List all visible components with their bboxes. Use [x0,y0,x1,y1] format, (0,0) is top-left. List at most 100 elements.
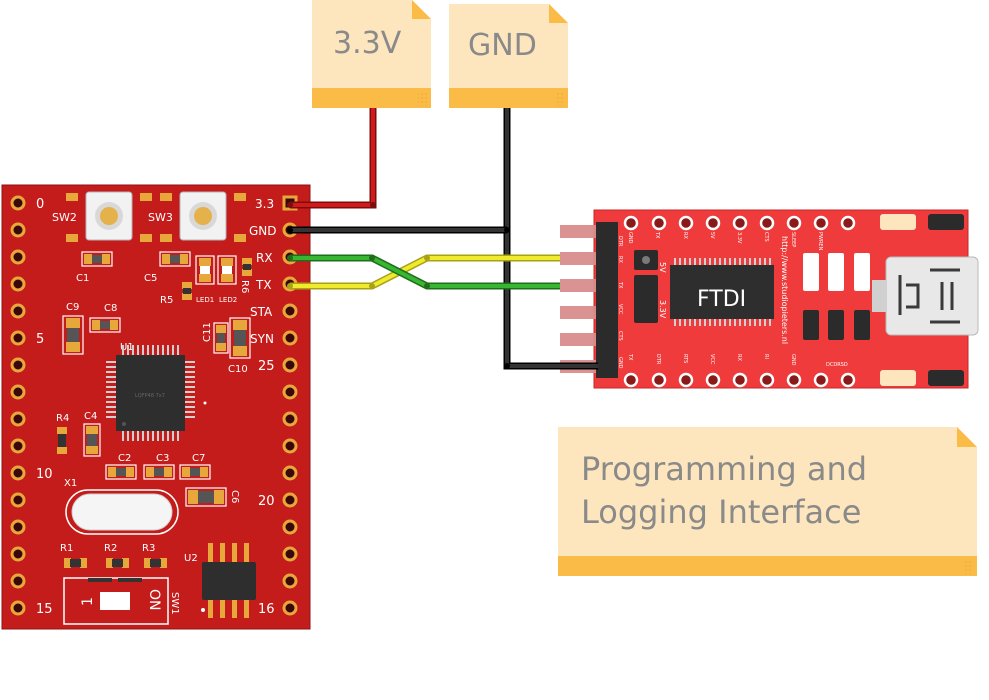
ftdi-bottom-pin-ri: RI [763,354,769,359]
label-c8: C8 [104,303,117,314]
ftdi-bottom-pin-gnd: GND [790,354,796,366]
right-pin-column [282,195,298,616]
capacitor-c10 [229,317,251,359]
label-c11: C11 [202,322,213,342]
capacitor-c11 [213,322,229,354]
main-pcb: 0 5 10 15 25 20 16 3.3 GND RX TX STA SYN… [1,184,311,630]
label-c1: C1 [76,273,89,284]
ftdi-top-pin-3v3: 3.3V [736,232,742,244]
ftdi-label-3v3: 3.3V [658,300,667,319]
label-sw1-one: 1 [80,597,96,606]
u1-marking: LQFP48 7x7 [135,393,165,399]
pin-number-5: 5 [36,332,44,347]
ftdi-top-pin-sleep: SLEEP [790,232,796,247]
ftdi-header-label-rx: RX [617,256,623,263]
ftdi-header-label-gnd: GND [617,357,623,369]
switch-sw1 [63,577,169,625]
pin-number-0: 0 [36,197,44,212]
capacitor-c6 [185,487,227,507]
ftdi-url: http://www.studiopieters.nl [780,236,789,344]
label-sw2: SW2 [52,211,77,224]
label-r5: R5 [160,295,173,306]
ftdi-top-pin-gnd: GND [627,232,633,244]
wire-rx-green [287,254,560,290]
ftdi-bottom-pin-rts: RTS [682,354,688,363]
header-label-gnd: GND [249,224,277,238]
pin-number-16: 16 [258,602,275,617]
label-c5: C5 [144,273,157,284]
note-interface-line1: Programming and [581,450,867,488]
chip-u2 [202,543,256,618]
ftdi-top-pin-tx: TX [654,231,660,239]
label-r1: R1 [60,543,73,554]
resistor-r6 [242,258,252,276]
ftdi-bottom-pin-tx: TX [627,353,633,361]
ftdi-header-label-tx: TX [617,281,623,289]
label-c10: C10 [228,364,248,375]
pin-number-20: 20 [258,494,275,509]
led2 [217,255,237,285]
label-c2: C2 [118,453,131,464]
header-label-syn: SYN [250,332,274,346]
note-gnd-label: GND [468,28,537,63]
pin-number-25: 25 [258,359,275,374]
wire-gnd-black [287,108,598,370]
switch-sw3 [160,191,246,242]
note-3v3-label: 3.3V [333,26,402,61]
label-sw1-on: ON [146,589,162,611]
label-c4: C4 [84,411,97,422]
mini-usb-connector-icon [872,256,979,336]
ftdi-board: GND TX RX 5V 3.3V CTS SLEEP PWREN TX DTR… [593,209,979,389]
left-pin-column [10,195,26,616]
ftdi-voltage-jumper [634,250,658,323]
ftdi-chip: FTDI [670,258,774,326]
ftdi-top-pin-cts: CTS [763,232,769,242]
ftdi-chip-label: FTDI [697,287,746,312]
header-label-rx: RX [256,251,273,265]
label-r3: R3 [142,543,155,554]
ftdi-bottom-pin-dtr: DTR [655,354,661,365]
ftdi-header [560,222,618,378]
ftdi-bottom-pins [623,372,856,388]
pin-number-10: 10 [36,467,53,482]
ftdi-top-pins [623,215,856,231]
note-interface-line2: Logging Interface [581,493,861,531]
switch-sw2 [66,191,152,242]
capacitor-c2 [105,464,137,480]
label-u2: U2 [184,553,198,564]
ftdi-bottom-pin-dcdrsd: DCDRSD [826,362,848,368]
note-gnd: GND [449,4,568,108]
chip-u1: LQFP48 7x7 [106,345,195,441]
label-r4: R4 [56,413,69,424]
label-sw3: SW3 [148,211,173,224]
capacitor-c7 [179,464,211,480]
ftdi-bottom-pin-rx: RX [736,354,742,361]
capacitor-c3 [143,464,175,480]
ftdi-label-5v: 5V [658,262,667,273]
header-label-3v3: 3.3 [255,197,274,211]
label-r6: R6 [239,280,250,293]
ftdi-leds [803,253,870,340]
led1 [195,255,215,285]
resistor-r2 [106,558,129,568]
label-c9: C9 [66,302,79,313]
resistor-r4 [57,427,67,454]
crystal-x1 [65,489,179,535]
header-label-tx: TX [255,278,272,292]
label-c7: C7 [192,453,205,464]
capacitor-c9 [62,315,84,355]
label-c6: C6 [229,490,240,503]
resistor-r3 [144,558,167,568]
capacitor-c8 [89,317,121,333]
capacitor-c5 [159,251,191,267]
ftdi-top-pin-rx: RX [682,232,688,239]
label-sw1: SW1 [169,592,180,615]
capacitor-c1 [81,251,113,267]
label-c3: C3 [156,453,169,464]
resistor-r5 [182,282,192,300]
label-led1: LED1 [196,296,214,304]
label-r2: R2 [104,543,117,554]
ftdi-bottom-pin-vcc: VCC [709,354,715,365]
ftdi-top-pin-5v: 5V [709,232,715,239]
